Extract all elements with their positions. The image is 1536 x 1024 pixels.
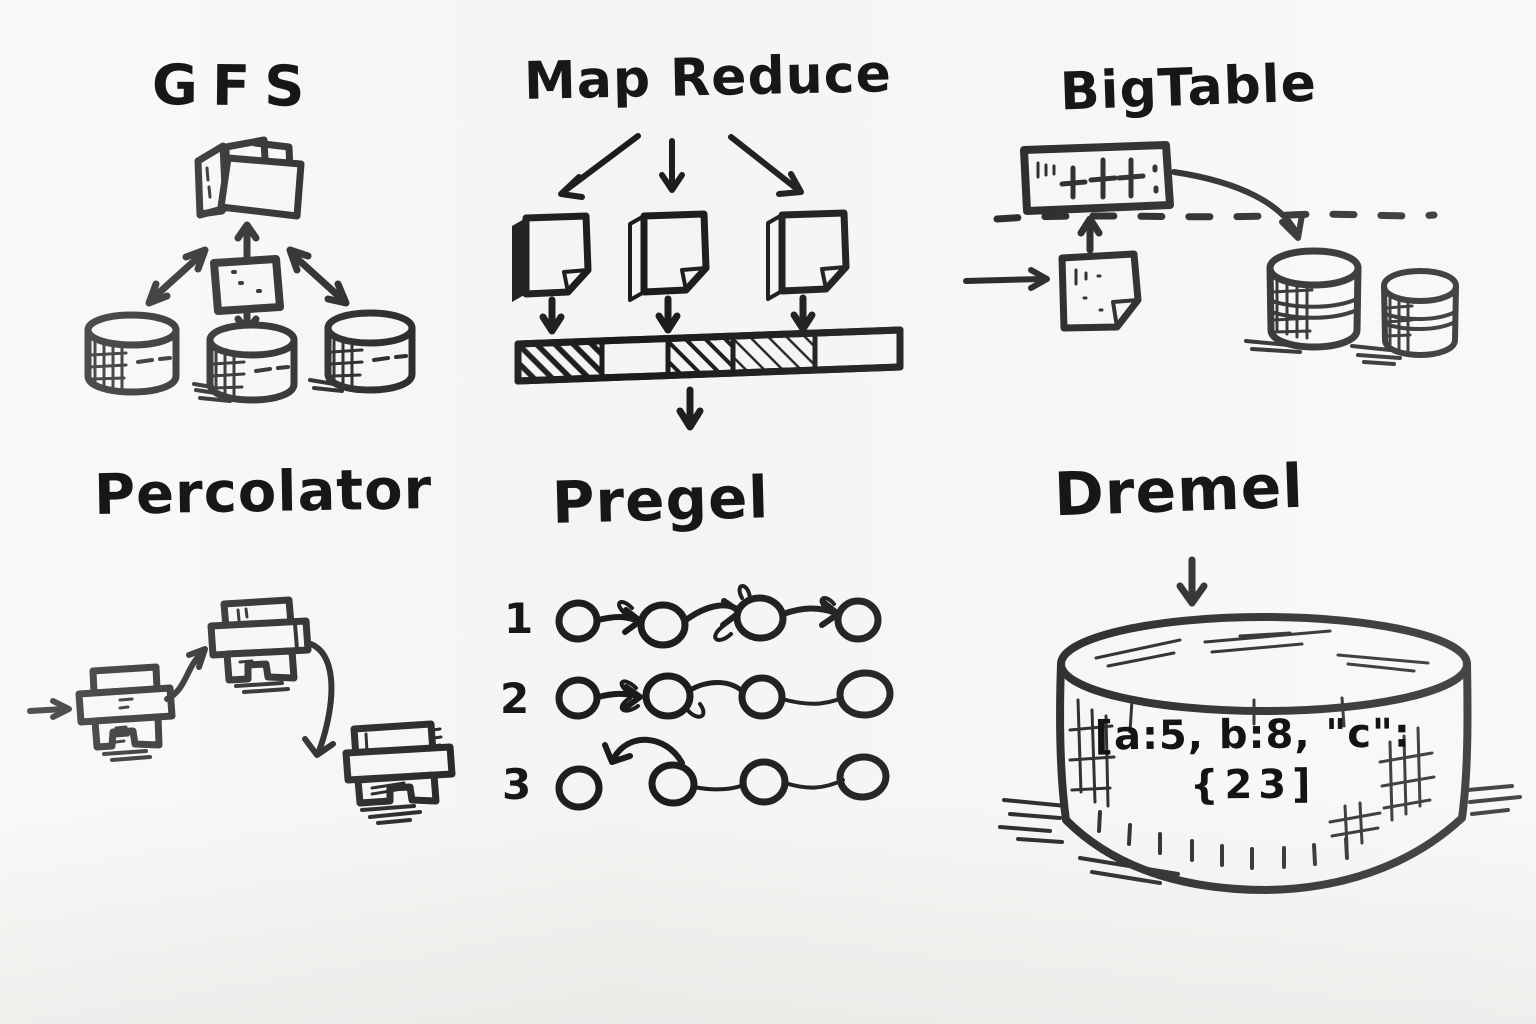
arrow-reduce: [676, 386, 704, 431]
disk-ground-shadow: [998, 784, 1522, 885]
arrow-dremel-query: [1176, 556, 1208, 607]
vertex-active: [834, 597, 882, 643]
columnar-storage-disk: [1056, 613, 1472, 894]
vertex-active: [648, 761, 698, 807]
arrow-map-1: [539, 296, 565, 335]
sstable-cylinder-1: [1244, 247, 1362, 354]
vertex-halted: [739, 758, 789, 806]
write-document-icon: [1058, 250, 1142, 332]
percolator-worker-3: [342, 720, 456, 825]
input-split-document-2: [628, 210, 710, 302]
pregel-step-2-label: 2: [500, 674, 530, 723]
bigtable-title: BigTable: [1059, 53, 1318, 123]
arrow-flush-to-sstable: [1171, 169, 1305, 241]
input-split-document-3: [766, 209, 850, 301]
pregel-superstep-2: [555, 669, 894, 720]
dremel-title: Dremel: [1052, 451, 1306, 531]
folder-icon: [194, 136, 305, 220]
dremel-diagram: [998, 556, 1522, 894]
pregel-step-3-label: 3: [502, 760, 532, 809]
pregel-title: Pregel: [551, 463, 771, 537]
mapreduce-diagram: [512, 133, 904, 431]
vertex-halted: [836, 669, 894, 719]
arrow-worker1-to-worker2: [164, 646, 208, 702]
chunkserver-cylinder-1: [84, 311, 180, 396]
vertex-active: [733, 594, 787, 642]
arrow-double-left: [145, 246, 209, 307]
shuffle-bar: [514, 326, 904, 385]
arrow-doc-to-memtable: [1077, 215, 1103, 254]
vertex-active: [555, 676, 601, 720]
arrow-write-input: [963, 267, 1050, 291]
memory-disk-divider-dashed-line: [993, 210, 1438, 223]
bigtable-diagram: [963, 141, 1459, 366]
arrow-fanout-right: [728, 134, 804, 197]
arrow-worker2-to-worker3: [302, 640, 336, 758]
vertex-active: [555, 599, 601, 643]
arrow-map-3: [790, 294, 816, 333]
vertex-active: [555, 765, 603, 811]
arrow-map-2: [655, 295, 681, 334]
dremel-record-text: [a:5, b:8, "c": {23]: [1068, 710, 1439, 809]
gfs-diagram: [84, 136, 416, 404]
arrow-master-to-folder: [234, 221, 260, 260]
vertex-halted: [836, 753, 890, 801]
percolator-worker-2: [207, 596, 312, 694]
arrow-percolator-input: [27, 698, 72, 720]
chunkserver-cylinder-3: [308, 309, 416, 394]
gfs-master-box: [210, 255, 284, 315]
pregel-step-1-label: 1: [504, 594, 534, 643]
percolator-title: Percolator: [93, 457, 433, 528]
pregel-superstep-1: [555, 584, 882, 649]
arrow-fanout-left: [558, 133, 641, 200]
percolator-diagram: [27, 596, 456, 825]
vertex-active: [637, 601, 689, 649]
vertex-active: [642, 672, 694, 720]
input-split-document-1: [512, 212, 592, 302]
gfs-title: GFS: [151, 53, 319, 120]
dremel-record-line1: [a:5, b:8, "c":: [1094, 710, 1412, 760]
sstable-cylinder-2: [1350, 268, 1459, 366]
dremel-record-line2: {23]: [1189, 761, 1317, 809]
pregel-diagram: [555, 584, 894, 811]
arrow-double-right: [286, 246, 350, 307]
arrow-fanout-middle: [659, 138, 685, 193]
percolator-worker-1: [75, 663, 176, 762]
pregel-superstep-3: [555, 736, 890, 811]
vertex-active: [738, 674, 786, 720]
memtable-box: [1020, 141, 1174, 215]
mapreduce-title: Map Reduce: [523, 44, 893, 112]
chunkserver-cylinder-2: [192, 321, 298, 404]
